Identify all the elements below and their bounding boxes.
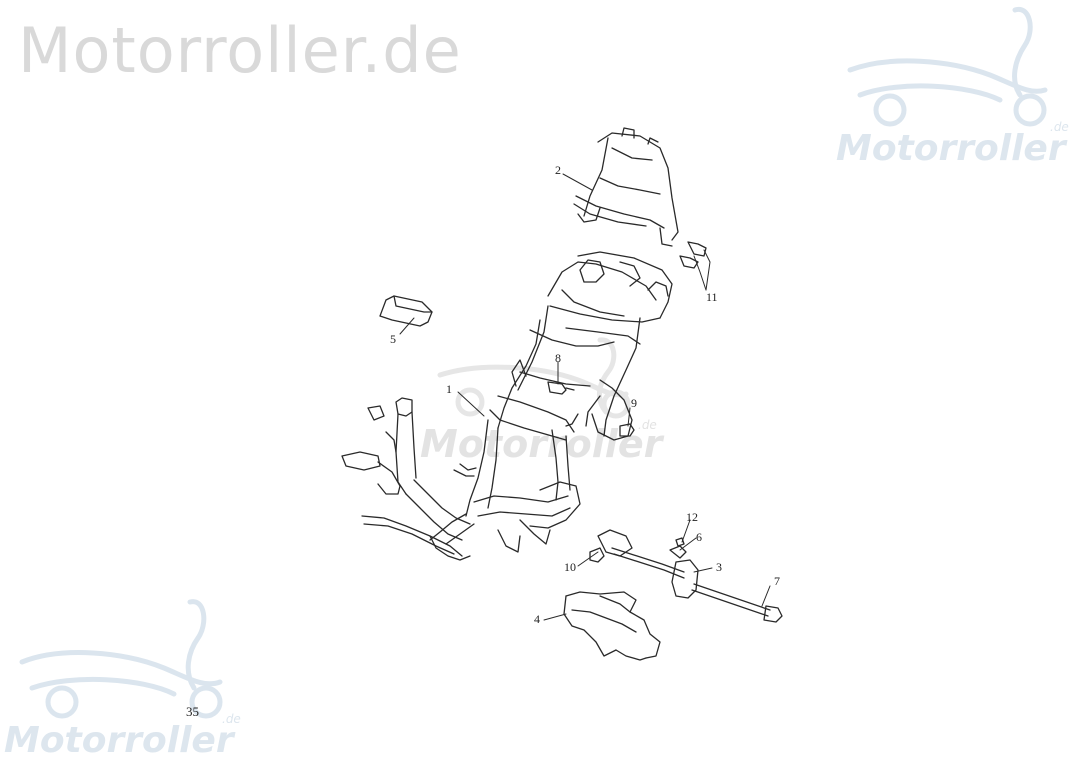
part-bracket-4 <box>563 591 661 661</box>
callout-1: 1 <box>446 382 452 396</box>
callout-2: 2 <box>555 163 561 177</box>
watermark-main-text: Motorroller.de <box>18 14 462 87</box>
part-main-frame <box>429 251 673 553</box>
callout-12: 12 <box>686 510 698 524</box>
part-bolts-11 <box>679 241 707 269</box>
scooter-icon <box>847 6 1048 127</box>
watermark-logo-text: Motorroller <box>420 422 663 466</box>
callout-6: 6 <box>696 530 702 544</box>
watermark-logo-text: Motorroller <box>4 720 234 761</box>
part-bolt-7 <box>691 583 783 623</box>
watermark-logo-suffix: .de <box>638 418 657 432</box>
watermark-logo-suffix: .de <box>1050 120 1069 134</box>
part-bolt-8 <box>547 381 575 395</box>
scooter-icon <box>19 599 223 719</box>
part-engine-mount-3 <box>589 529 699 599</box>
callout-10: 10 <box>564 560 576 574</box>
page-number: 35 <box>186 704 199 719</box>
part-steering-head <box>341 397 471 561</box>
watermark-logo-text: Motorroller <box>836 128 1066 169</box>
part-rear-grab-bracket <box>573 127 679 247</box>
watermark-logo-bottom-left: Motorroller .de <box>0 590 260 768</box>
callout-8: 8 <box>555 351 561 365</box>
callout-7: 7 <box>774 574 780 588</box>
leader-lines <box>399 173 771 621</box>
watermark-logo-top-right: Motorroller .de <box>830 0 1078 175</box>
part-pad-5 <box>379 295 433 327</box>
callout-3: 3 <box>716 560 722 574</box>
callout-9: 9 <box>631 396 637 410</box>
part-nut-9 <box>619 423 635 437</box>
callout-4: 4 <box>534 612 540 626</box>
callout-5: 5 <box>390 332 396 346</box>
callout-11: 11 <box>706 290 718 304</box>
watermark-logo-suffix: .de <box>222 712 241 726</box>
